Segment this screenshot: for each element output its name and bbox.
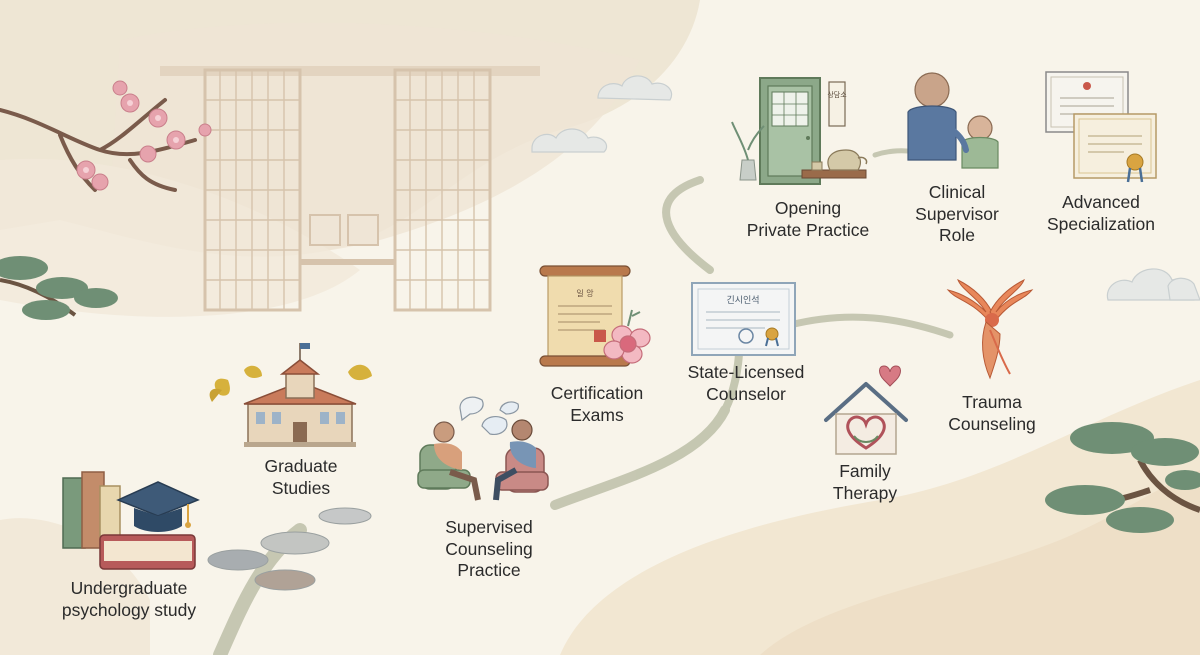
- stage-label-advanced-specialization: Advanced Specialization: [1047, 192, 1155, 234]
- cloud-icon: [531, 75, 1200, 301]
- scroll-header-text: 일 앙: [576, 288, 594, 298]
- scroll-certificate-icon: 일 앙: [539, 265, 651, 367]
- mentor-figures-icon: [907, 72, 999, 169]
- pine-tree-icon: [1045, 422, 1200, 533]
- stage-label-supervised-practice: Supervised Counseling Practice: [445, 517, 533, 580]
- hanok-window-screen-icon: [160, 66, 540, 312]
- stage-label-certification: Certification Exams: [550, 383, 644, 425]
- stepping-stones: [207, 507, 372, 591]
- stacked-diplomas-icon: [1045, 71, 1157, 183]
- stage-label-family-therapy: Family Therapy: [832, 461, 898, 503]
- phoenix-icon: [946, 278, 1034, 380]
- door-sign-text: 상담소: [827, 90, 847, 99]
- stage-label-licensed: State-Licensed Counselor: [687, 362, 805, 404]
- license-certificate-icon: 긴시인석: [691, 282, 796, 356]
- license-header-text: 긴시인석: [726, 295, 759, 306]
- door-teapot-icon: 상담소: [731, 77, 868, 185]
- stage-label-trauma-counseling: Trauma Counseling: [948, 392, 1036, 434]
- stage-label-undergraduate: Undergraduate psychology study: [61, 578, 197, 620]
- counseling-session-icon: [417, 396, 549, 501]
- cherry-blossom-branch-icon: [0, 80, 212, 192]
- heart-house-icon: [824, 365, 908, 455]
- pine-branch-icon: [0, 256, 118, 320]
- university-building-icon: [209, 343, 372, 447]
- stage-label-clinical-supervisor: Clinical Supervisor Role: [915, 182, 999, 245]
- stage-label-graduate: Graduate Studies: [264, 456, 338, 498]
- books-graduation-cap-icon: [62, 471, 200, 570]
- stage-label-private-practice: Opening Private Practice: [746, 198, 870, 240]
